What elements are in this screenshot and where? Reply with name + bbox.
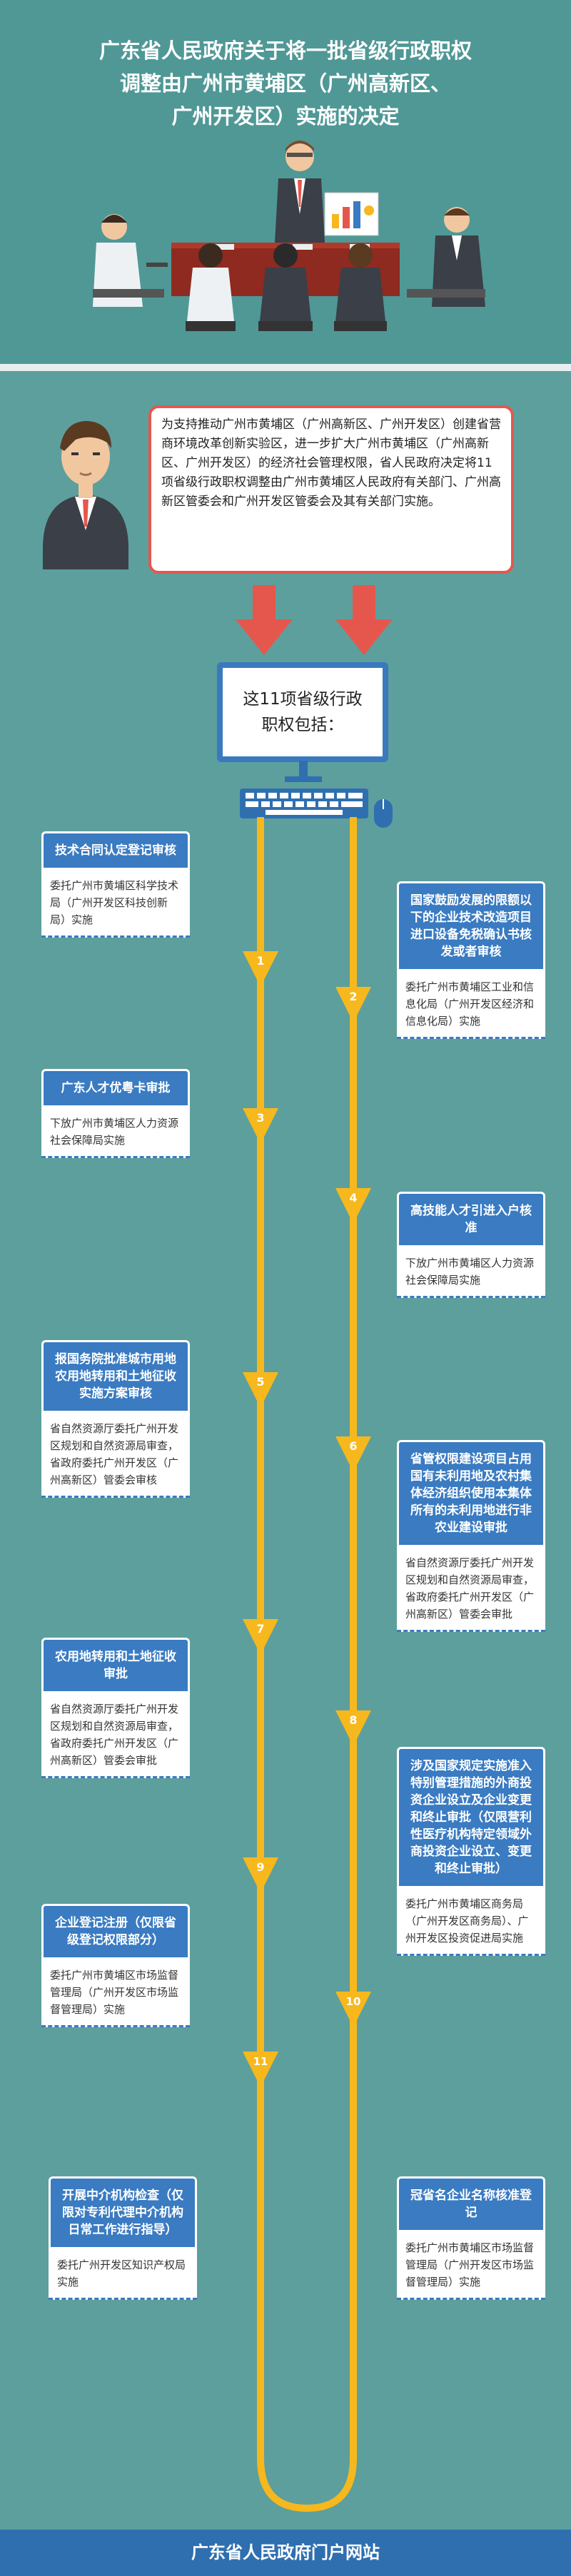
red-arrow-right: [335, 585, 393, 655]
step-marker-2: 2: [335, 987, 371, 1023]
item-title: 冠省名企业名称核准登记: [397, 2176, 545, 2232]
item-title: 企业登记注册（仅限省级登记权限部分）: [41, 1904, 190, 1959]
section-divider: [0, 364, 571, 371]
step-marker-1: 1: [243, 951, 278, 987]
red-arrow-left: [236, 585, 293, 655]
meeting-illustration: [93, 141, 485, 331]
item-title: 国家鼓励发展的限额以下的企业技术改造项目进口设备免税确认书核发或者审核: [397, 881, 545, 971]
svg-text:6: 6: [349, 1439, 357, 1453]
intro-text-box: 为支持推动广州市黄埔区（广州高新区、广州开发区）创建省营商环境改革创新实验区，进…: [148, 405, 514, 574]
svg-text:4: 4: [349, 1191, 357, 1205]
item-title: 技术合同认定登记审核: [41, 831, 190, 870]
left-attendee: [93, 214, 168, 307]
item-title: 农用地转用和土地征收审批: [41, 1638, 190, 1693]
item-desc: 委托广州市黄埔区商务局（广州开发区商务局）、广州开发区投资促进局实施: [397, 1888, 545, 1956]
monitor-screen: 这11项省级行政职权包括：: [217, 662, 388, 762]
svg-text:1: 1: [256, 954, 264, 968]
item-card-7: 农用地转用和土地征收审批 省自然资源厅委托广州开发区规划和自然资源局审查，省政府…: [41, 1638, 190, 1778]
item-card-5: 报国务院批准城市用地农用地转用和土地征收实施方案审核 省自然资源厅委托广州开发区…: [41, 1340, 190, 1498]
item-desc: 委托广州市黄埔区市场监督管理局（广州开发区市场监督管理局）实施: [41, 1959, 190, 2027]
step-marker-5: 5: [243, 1372, 278, 1408]
item-title: 报国务院批准城市用地农用地转用和土地征收实施方案审核: [41, 1340, 190, 1413]
item-title: 高技能人才引进入户核准: [397, 1192, 545, 1247]
item-card-2: 国家鼓励发展的限额以下的企业技术改造项目进口设备免税确认书核发或者审核 委托广州…: [397, 881, 545, 1039]
item-card-8: 涉及国家规定实施准入特别管理措施的外商投资企业设立及企业变更和终止审批（仅限营利…: [397, 1747, 545, 1956]
front-attendees: [186, 243, 387, 331]
presentation-board: [324, 192, 379, 236]
step-marker-8: 8: [335, 1710, 371, 1746]
svg-text:11: 11: [253, 2055, 268, 2068]
step-marker-3: 3: [243, 1108, 278, 1144]
item-card-4: 高技能人才引进入户核准 下放广州市黄埔区人力资源社会保障局实施: [397, 1192, 545, 1298]
svg-text:5: 5: [256, 1375, 264, 1389]
step-marker-6: 6: [335, 1436, 371, 1472]
title-line-3: 广州开发区）实施的决定: [171, 104, 400, 128]
right-attendee: [407, 207, 485, 307]
svg-text:10: 10: [346, 1995, 361, 2008]
item-desc: 省自然资源厅委托广州开发区规划和自然资源局审查，省政府委托广州开发区（广州高新区…: [41, 1693, 190, 1778]
step-marker-10: 10: [335, 1992, 371, 2027]
title-line-1: 广东省人民政府关于将一批省级行政职权: [98, 39, 472, 63]
svg-text:3: 3: [256, 1111, 264, 1125]
item-desc: 省自然资源厅委托广州开发区规划和自然资源局审查，省政府委托广州开发区（广州高新区…: [41, 1413, 190, 1498]
header-banner: 广东省人民政府关于将一批省级行政职权 调整由广州市黄埔区（广州高新区、 广州开发…: [0, 0, 571, 364]
speaker-avatar: [43, 421, 128, 569]
item-desc: 下放广州市黄埔区人力资源社会保障局实施: [41, 1107, 190, 1158]
svg-text:7: 7: [256, 1622, 264, 1636]
mouse-icon: [374, 799, 393, 828]
step-marker-4: 4: [335, 1188, 371, 1224]
item-desc: 委托广州市黄埔区科学技术局（广州开发区科技创新局）实施: [41, 870, 190, 938]
item-card-10: 冠省名企业名称核准登记 委托广州市黄埔区市场监督管理局（广州开发区市场监督管理局…: [397, 2176, 545, 2300]
monitor-stand: [285, 761, 322, 782]
svg-text:2: 2: [349, 990, 357, 1003]
presenter-figure: [275, 141, 325, 243]
item-card-6: 省管权限建设项目占用国有未利用地及农村集体经济组织使用本集体所有的未利用地进行非…: [397, 1440, 545, 1632]
page-title: 广东省人民政府关于将一批省级行政职权 调整由广州市黄埔区（广州高新区、 广州开发…: [0, 34, 571, 133]
svg-text:9: 9: [256, 1860, 264, 1874]
item-title: 广东人才优粤卡审批: [41, 1069, 190, 1107]
title-line-2: 调整由广州市黄埔区（广州高新区、: [119, 71, 451, 96]
item-desc: 省自然资源厅委托广州开发区规划和自然资源局审查，省政府委托广州开发区（广州高新区…: [397, 1547, 545, 1632]
footer-site-name: 广东省人民政府门户网站: [0, 2530, 571, 2576]
item-card-1: 技术合同认定登记审核 委托广州市黄埔区科学技术局（广州开发区科技创新局）实施: [41, 831, 190, 938]
keyboard-icon: [240, 788, 368, 818]
item-title: 省管权限建设项目占用国有未利用地及农村集体经济组织使用本集体所有的未利用地进行非…: [397, 1440, 545, 1547]
item-desc: 委托广州市黄埔区工业和信息化局（广州开发区经济和信息化局）实施: [397, 971, 545, 1039]
step-marker-9: 9: [243, 1857, 278, 1893]
item-card-11: 开展中介机构检查（仅限对专利代理中介机构日常工作进行指导） 委托广州开发区知识产…: [49, 2176, 197, 2300]
step-marker-11: 11: [243, 2052, 278, 2087]
step-marker-7: 7: [243, 1619, 278, 1655]
item-desc: 委托广州开发区知识产权局实施: [49, 2249, 197, 2300]
item-title: 开展中介机构检查（仅限对专利代理中介机构日常工作进行指导）: [49, 2176, 197, 2249]
item-card-3: 广东人才优粤卡审批 下放广州市黄埔区人力资源社会保障局实施: [41, 1069, 190, 1158]
flow-track: 1 2 3 4 5 6 7 8 9 10 11: [243, 817, 371, 2512]
item-card-9: 企业登记注册（仅限省级登记权限部分） 委托广州市黄埔区市场监督管理局（广州开发区…: [41, 1904, 190, 2027]
item-desc: 下放广州市黄埔区人力资源社会保障局实施: [397, 1247, 545, 1298]
item-title: 涉及国家规定实施准入特别管理措施的外商投资企业设立及企业变更和终止审批（仅限营利…: [397, 1747, 545, 1888]
svg-text:8: 8: [349, 1713, 357, 1727]
item-desc: 委托广州市黄埔区市场监督管理局（广州开发区市场监督管理局）实施: [397, 2232, 545, 2300]
